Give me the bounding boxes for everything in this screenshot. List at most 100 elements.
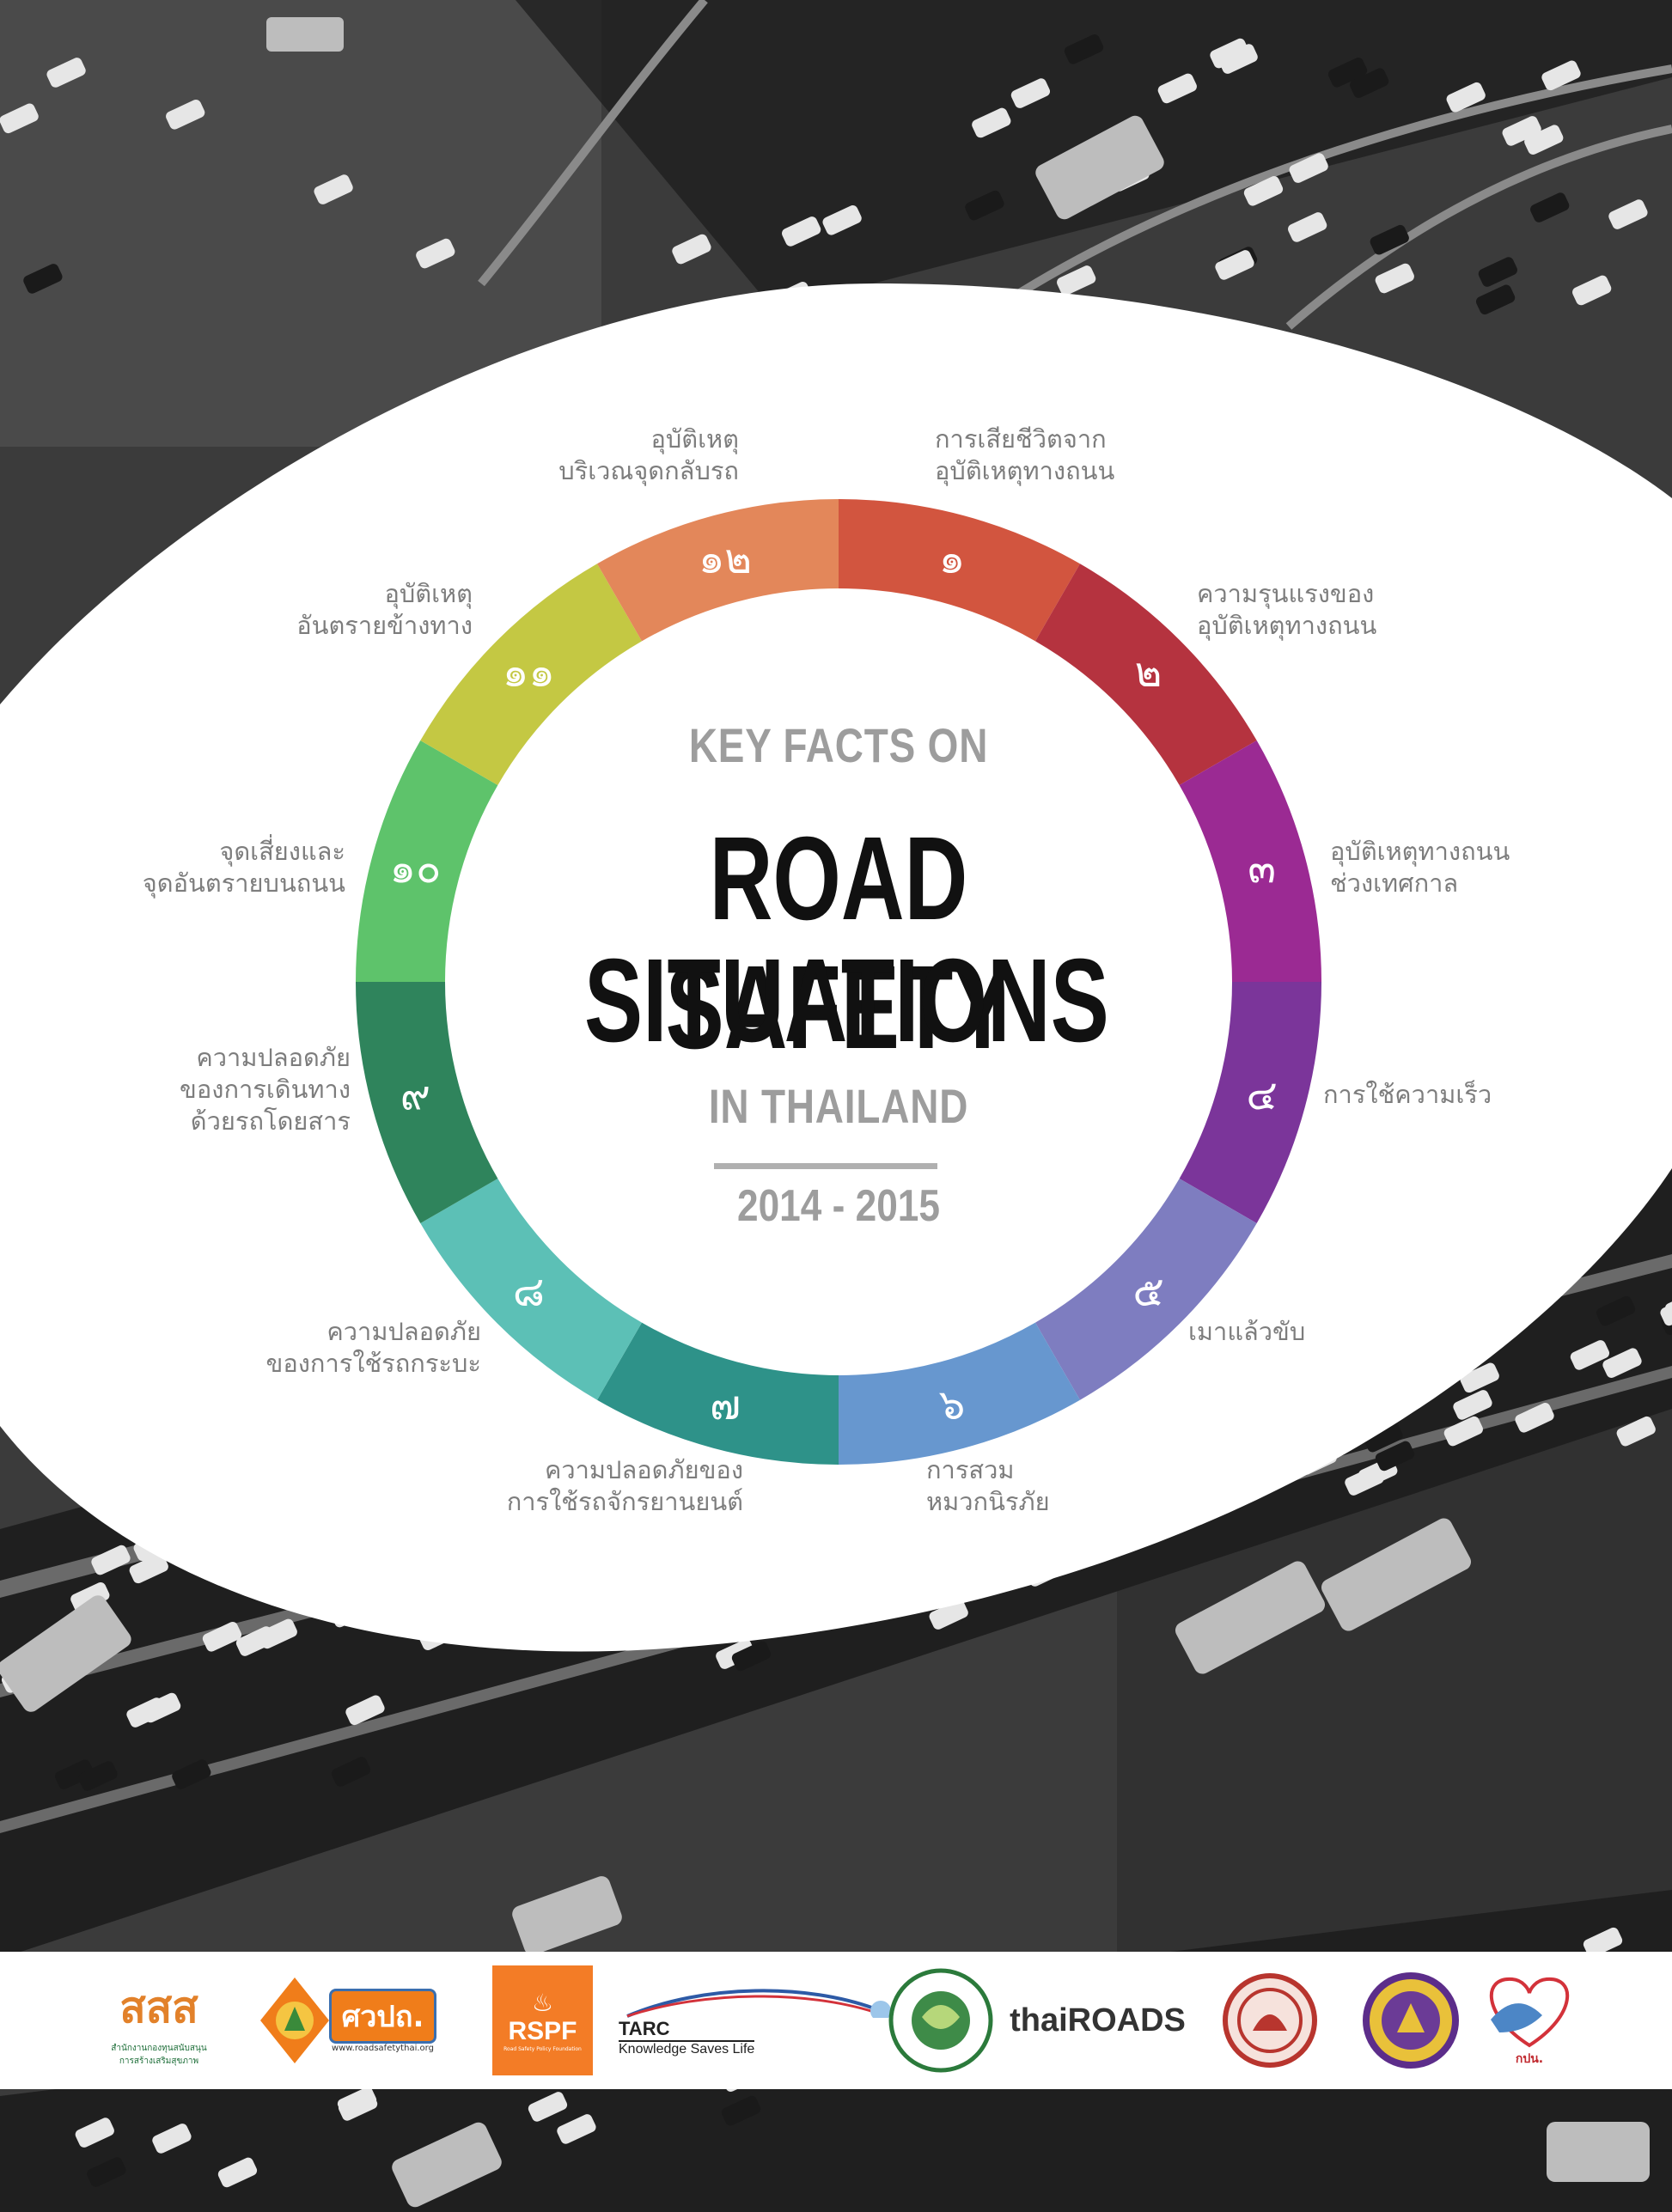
background-car bbox=[1524, 125, 1564, 155]
partner-logo-bar: สสส สำนักงานกองทุนสนับสนุน การสร้างเสริม… bbox=[0, 1952, 1672, 2089]
background-car bbox=[1010, 78, 1051, 108]
segment-label-2: ความรุนแรงของอุบัติเหตุทางถนน bbox=[1197, 579, 1377, 640]
background-car bbox=[152, 2124, 192, 2154]
background-car bbox=[1364, 1422, 1403, 1453]
roadsafety-center-logo: ศวปถ. www.roadsafetythai.org bbox=[239, 1965, 458, 2075]
title-line-1: ROAD SAFETY bbox=[665, 813, 1012, 1074]
thairoads-logo: thaiROADS bbox=[1010, 2002, 1186, 2038]
background-car bbox=[721, 2095, 761, 2126]
background-car bbox=[1345, 1466, 1384, 1496]
seal-purple-logo bbox=[1359, 1965, 1462, 2075]
background-car bbox=[1288, 212, 1327, 242]
segment-label-8: ความปลอดภัยของการใช้รถกระบะ bbox=[265, 1317, 482, 1378]
background-car bbox=[1375, 1441, 1415, 1472]
background-car bbox=[129, 1553, 168, 1584]
sss-logo: สสส สำนักงานกองทุนสนับสนุน การสร้างเสริม… bbox=[111, 1982, 207, 2066]
segment-label-9: ความปลอดภัยของการเดินทางด้วยรถโดยสาร bbox=[180, 1043, 351, 1136]
background-car bbox=[1660, 1295, 1672, 1326]
background-car bbox=[1210, 38, 1249, 69]
background-car bbox=[217, 2157, 258, 2188]
background-car bbox=[972, 107, 1011, 138]
background-car bbox=[1616, 1416, 1656, 1447]
background-car bbox=[1370, 224, 1409, 255]
ring-number-1: ๑ bbox=[939, 534, 965, 582]
subtitle-text: IN THAILAND bbox=[708, 1079, 969, 1133]
ring-segment-4 bbox=[1179, 982, 1321, 1223]
tarc-logo: TARC Knowledge Saves Life bbox=[619, 1965, 894, 2075]
background-car bbox=[314, 174, 353, 204]
background-car bbox=[1327, 58, 1368, 88]
background-car bbox=[202, 1621, 242, 1652]
background-car bbox=[557, 2114, 596, 2144]
background-car bbox=[258, 1618, 297, 1649]
ring-segment-5 bbox=[1035, 1179, 1257, 1400]
ring-number-2: ๒ bbox=[1135, 648, 1162, 696]
background-car bbox=[1057, 265, 1096, 296]
background-car bbox=[1515, 1403, 1554, 1433]
ring-segment-12 bbox=[597, 499, 839, 642]
ring-number-5: ๕ bbox=[1132, 1268, 1163, 1316]
background-car bbox=[1596, 1295, 1636, 1326]
ring-segment-11 bbox=[420, 564, 642, 785]
background-car bbox=[929, 1600, 968, 1630]
background-car bbox=[1443, 1416, 1483, 1447]
background-car bbox=[75, 2118, 114, 2148]
background-car bbox=[1608, 199, 1648, 229]
background-car bbox=[1661, 1305, 1672, 1335]
ring-number-8: ๘ bbox=[513, 1268, 545, 1316]
ring-segment-2 bbox=[1035, 564, 1257, 785]
background-car bbox=[1541, 60, 1581, 91]
background-car bbox=[172, 1759, 211, 1789]
background-car bbox=[965, 190, 1004, 221]
ring-segment-10 bbox=[356, 740, 498, 982]
ring-segment-8 bbox=[420, 1179, 642, 1400]
ring-number-7: ๗ bbox=[710, 1381, 741, 1429]
background-car bbox=[78, 1761, 118, 1791]
background-car bbox=[70, 1581, 110, 1612]
rspf-logo: ♨ RSPF Road Safety Policy Foundation bbox=[492, 1965, 593, 2075]
background-car bbox=[331, 1757, 371, 1787]
background-car bbox=[782, 216, 821, 247]
ring-segment-7 bbox=[597, 1322, 839, 1465]
background-car bbox=[1215, 250, 1254, 280]
background-car bbox=[46, 58, 86, 88]
background-car bbox=[23, 264, 63, 294]
background-car bbox=[55, 1759, 95, 1789]
background-car bbox=[1572, 275, 1612, 306]
segment-label-6: การสวมหมวกนิรภัย bbox=[926, 1455, 1050, 1516]
ring-number-3: ๓ bbox=[1248, 844, 1276, 893]
background-car bbox=[91, 1545, 131, 1575]
ring-segment-3 bbox=[1179, 740, 1321, 982]
background-car bbox=[166, 99, 205, 130]
background-car bbox=[1289, 153, 1328, 183]
ait-logo bbox=[885, 1965, 997, 2075]
segment-label-1: การเสียชีวิตจากอุบัติเหตุทางถนน bbox=[935, 424, 1115, 485]
background-car bbox=[1460, 1362, 1499, 1393]
background-car bbox=[1243, 176, 1284, 206]
segment-label-7: ความปลอดภัยของการใช้รถจักรยานยนต์ bbox=[506, 1455, 743, 1516]
background-car bbox=[1453, 1390, 1492, 1420]
segment-label-10: จุดเสี่ยงและจุดอันตรายบนถนน bbox=[142, 837, 345, 898]
ring-segment-6 bbox=[839, 1322, 1080, 1465]
background-car bbox=[416, 238, 455, 269]
title-divider bbox=[714, 1163, 937, 1169]
background-car bbox=[1475, 284, 1516, 315]
ring-number-10: ๑๐ bbox=[389, 844, 441, 893]
segment-label-3: อุบัติเหตุทางถนนช่วงเทศกาล bbox=[1330, 837, 1510, 898]
segment-label-5: เมาแล้วขับ bbox=[1188, 1317, 1306, 1346]
seal-red-logo bbox=[1218, 1965, 1321, 2075]
background-car bbox=[1583, 1927, 1623, 1958]
background-car bbox=[0, 103, 39, 134]
segment-label-11: อุบัติเหตุอันตรายข้างทาง bbox=[296, 579, 473, 640]
background-car bbox=[1502, 116, 1541, 146]
background-car bbox=[1570, 1340, 1610, 1370]
background-car bbox=[1157, 73, 1197, 104]
ring-number-9: ๙ bbox=[400, 1071, 430, 1119]
background-car bbox=[731, 1641, 772, 1672]
heart-logo: กปน. bbox=[1469, 1965, 1590, 2075]
years-text: 2014 - 2015 bbox=[737, 1181, 940, 1231]
background-car bbox=[1478, 257, 1517, 287]
background-car bbox=[87, 2157, 126, 2187]
